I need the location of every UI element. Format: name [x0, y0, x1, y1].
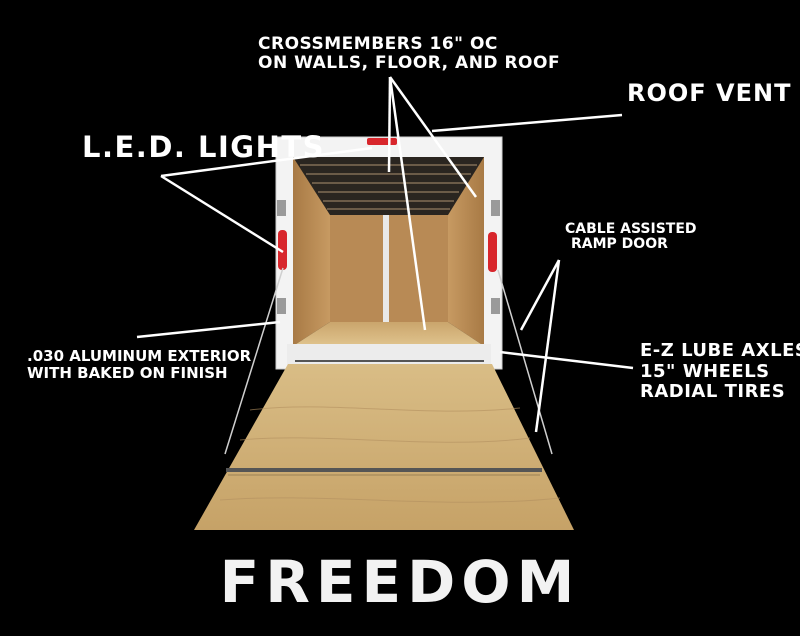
crossmembers-line-1: CROSSMEMBERS 16" OC [258, 34, 498, 54]
cable-ramp-line-1: CABLE ASSISTED [565, 221, 697, 237]
ramp-door [194, 267, 574, 530]
trailer-body [275, 136, 503, 370]
aluminum-exterior-label: .030 ALUMINUM EXTERIOR WITH BAKED ON FIN… [27, 348, 251, 381]
axles-line-2: 15" WHEELS [640, 360, 770, 382]
axles-label: E-Z LUBE AXLES 15" WHEELS RADIAL TIRES [640, 340, 800, 403]
crossmembers-label: CROSSMEMBERS 16" OC ON WALLS, FLOOR, AND… [258, 35, 560, 72]
left-marker-light [278, 230, 287, 270]
crossmembers-line-2: ON WALLS, FLOOR, AND ROOF [258, 52, 561, 73]
cable-ramp-line-2: RAMP DOOR [571, 236, 668, 253]
roof-vent-label: ROOF VENT [627, 79, 792, 107]
cable-ramp-label: CABLE ASSISTED RAMP DOOR [565, 221, 697, 253]
aluminum-line-2: WITH BAKED ON FINISH [27, 363, 228, 382]
axles-line-3: RADIAL TIRES [640, 381, 786, 403]
right-marker-light [488, 232, 497, 272]
callout-lines [136, 76, 634, 433]
brand-title: FREEDOM [219, 548, 581, 616]
top-marker-light [367, 138, 397, 145]
aluminum-line-1: .030 ALUMINUM EXTERIOR [27, 347, 252, 365]
led-lights-label: L.E.D. LIGHTS [82, 130, 326, 164]
axles-line-1: E-Z LUBE AXLES [640, 340, 800, 361]
